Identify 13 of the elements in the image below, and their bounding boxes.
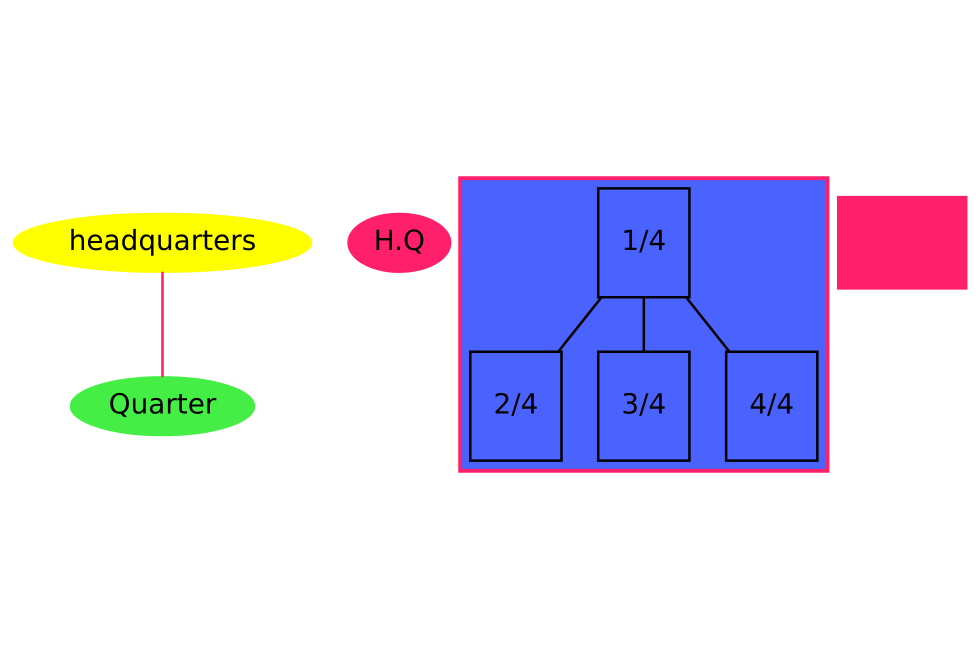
- node-box: [836, 196, 968, 290]
- node-ellipse: headquarters: [12, 212, 312, 273]
- node-box: 4/4: [724, 350, 819, 462]
- connector: [161, 272, 164, 378]
- connector: [685, 296, 730, 352]
- node-box: 2/4: [469, 350, 563, 462]
- node-box: 3/4: [596, 350, 691, 462]
- cluster: [458, 176, 830, 473]
- node-box: 1/4: [596, 187, 691, 299]
- connector: [557, 296, 602, 352]
- node-ellipse: H.Q: [347, 212, 452, 273]
- node-ellipse: Quarter: [70, 376, 256, 436]
- connector: [642, 298, 646, 352]
